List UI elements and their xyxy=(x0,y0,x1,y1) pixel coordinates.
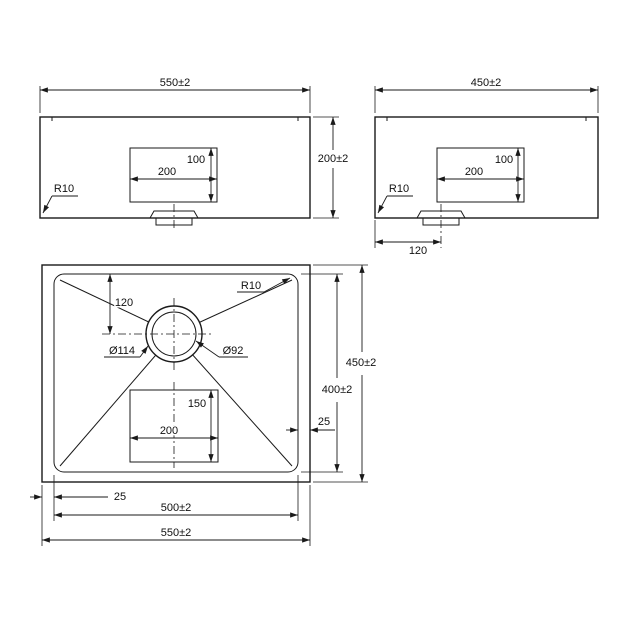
plan-bowl-outline xyxy=(53,273,299,473)
plan-bowl-depth-label: 400±2 xyxy=(322,384,353,396)
plan-view: 120 R10 Ø114 Ø92 200 150 xyxy=(30,264,378,546)
plan-rim-right-label: 25 xyxy=(318,416,330,428)
front-recess-height-label: 100 xyxy=(187,154,205,166)
plan-drain-offset-label: 120 xyxy=(115,297,133,309)
plan-drain-inner-label: Ø92 xyxy=(223,345,244,357)
side-drain-offset-dimension: 120 xyxy=(374,220,441,259)
side-recess-width-label: 200 xyxy=(465,166,483,178)
front-recess-outline xyxy=(129,147,218,203)
side-recess-dimensions: 200 100 xyxy=(437,148,524,202)
front-view: 550±2 200±2 200 100 R10 xyxy=(39,76,350,231)
side-recess-height-label: 100 xyxy=(495,154,513,166)
side-radius-label: R10 xyxy=(389,183,409,195)
front-body-outline xyxy=(39,116,311,219)
front-radius-label: R10 xyxy=(54,183,74,195)
plan-drain-inner-callout: Ø92 xyxy=(195,340,248,359)
plan-waste-height-label: 150 xyxy=(188,398,206,410)
front-recess-dimensions: 200 100 xyxy=(130,148,217,202)
plan-bowl-width-dimension: 500±2 xyxy=(53,475,299,521)
plan-overall-width-label: 550±2 xyxy=(161,527,192,539)
plan-drain-offset-dimension: 120 xyxy=(107,274,135,334)
front-width-label: 550±2 xyxy=(160,77,191,89)
side-view: 450±2 200 100 R10 120 xyxy=(374,76,599,259)
side-depth-label: 450±2 xyxy=(471,77,502,89)
side-recess-outline xyxy=(436,147,525,203)
plan-radius-label: R10 xyxy=(241,280,261,292)
plan-drain-outer-label: Ø114 xyxy=(109,345,135,357)
side-body-outline xyxy=(374,116,599,219)
plan-bowl-depth-dimension: 400±2 xyxy=(301,273,354,473)
front-recess-width-label: 200 xyxy=(158,166,176,178)
plan-rim-left-dimension: 25 xyxy=(30,490,128,505)
plan-drain-outer-callout: Ø114 xyxy=(104,344,149,359)
plan-overall-width-dimension: 550±2 xyxy=(41,485,311,546)
plan-overall-depth-label: 450±2 xyxy=(346,357,377,369)
plan-radius-callout: R10 xyxy=(237,277,291,294)
front-width-dimension: 550±2 xyxy=(39,76,311,113)
side-radius-callout: R10 xyxy=(377,182,413,214)
plan-overall-depth-dimension: 450±2 xyxy=(313,264,378,483)
plan-rim-right-dimension: 25 xyxy=(286,415,335,433)
plan-outer-outline xyxy=(41,264,311,483)
plan-rim-left-label: 25 xyxy=(114,491,126,503)
front-height-dimension: 200±2 xyxy=(313,116,350,219)
plan-waste-width-label: 200 xyxy=(160,425,178,437)
side-drain-offset-label: 120 xyxy=(409,245,427,257)
front-height-label: 200±2 xyxy=(318,153,349,165)
plan-bowl-width-label: 500±2 xyxy=(161,502,192,514)
front-radius-callout: R10 xyxy=(42,182,78,214)
side-depth-dimension: 450±2 xyxy=(374,76,599,113)
plan-waste-dimensions: 200 150 xyxy=(130,390,218,462)
